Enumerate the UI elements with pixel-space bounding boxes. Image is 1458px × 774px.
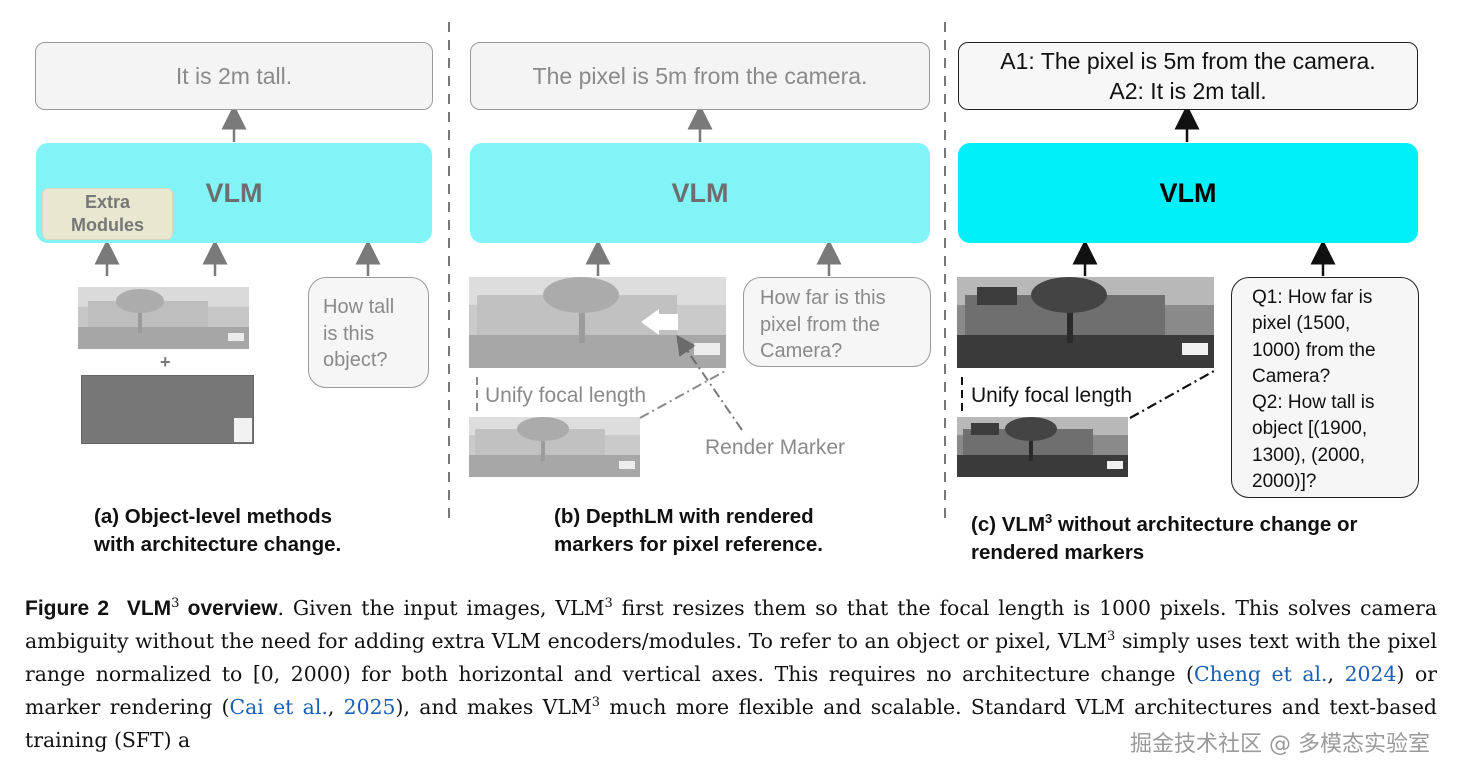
unify-focal-label-b: Unify focal length (485, 384, 647, 407)
question-box-a: How tall is this object? (308, 277, 429, 388)
question-c-line4: Camera? (1252, 365, 1331, 387)
answer-c-line1: A1: The pixel is 5m from the camera. (1000, 48, 1376, 74)
answer-text-a: It is 2m tall. (175, 62, 293, 89)
question-a-line1: How tall (323, 296, 395, 318)
answer-box-a: It is 2m tall. (35, 42, 433, 110)
question-c-line7: 1300), (2000, (1252, 444, 1366, 466)
caption-title-sup: 3 (171, 596, 180, 612)
render-marker-label: Render Marker (705, 436, 846, 459)
street-image-b-resized (469, 417, 640, 477)
caption-sup-3: 3 (1107, 629, 1116, 645)
street-image-a (78, 287, 249, 349)
mask-image-a (81, 375, 254, 444)
caption-comma2: , (327, 695, 344, 719)
subcaption-b-line2: markers for pixel reference. (554, 533, 823, 556)
figure-label: Figure 2 (25, 597, 110, 620)
citation-cai-name[interactable]: Cai et al. (229, 695, 328, 719)
unify-focal-label-c: Unify focal length (971, 384, 1133, 407)
question-c-line8: 2000)]? (1252, 471, 1317, 493)
subcaption-c-post: without architecture change or (1052, 512, 1358, 536)
street-image-c (957, 277, 1214, 368)
question-b-line2: pixel from the (760, 313, 881, 336)
subcaption-a-line1: (a) Object-level methods (94, 505, 333, 528)
caption-sup-2: 3 (604, 596, 613, 612)
subcaption-b-line1: (b) DepthLM with rendered (554, 505, 814, 528)
question-c-line2: pixel (1500, (1252, 313, 1351, 335)
render-marker-arrow (641, 309, 659, 335)
caption-title-vlm: VLM (126, 597, 172, 620)
caption-s3: simply uses text with the pixel range no… (25, 629, 1437, 686)
extra-modules-box: Extra Modules (42, 188, 173, 240)
question-b-line3: Camera? (760, 340, 843, 362)
watermark: 掘金技术社区 @ 多模态实验室 (1130, 732, 1430, 757)
citation-cai-year[interactable]: 2025 (343, 695, 396, 719)
vlm-label-a: VLM (205, 177, 263, 208)
subcaption-c-line1: (c) VLM3 without architecture change or (971, 505, 1358, 539)
answer-text-b: The pixel is 5m from the camera. (532, 62, 868, 89)
subcaption-b: (b) DepthLM with rendered markers for pi… (554, 503, 823, 559)
answer-c-line2: A2: It is 2m tall. (1109, 78, 1267, 104)
render-marker-shaft (658, 314, 678, 330)
figure-caption: Figure 2 VLM3 overview. Given the input … (25, 592, 1437, 757)
question-c-line5: Q2: How tall is (1252, 392, 1375, 414)
vlm-block-b: VLM (470, 143, 930, 243)
caption-s6: much more flexible and scalable. Standar… (25, 695, 1437, 752)
question-box-b: How far is this pixel from the Camera? (743, 277, 931, 367)
caption-title-overview: overview (179, 597, 278, 620)
subcaption-a-line2: with architecture change. (94, 533, 342, 556)
caption-s2: first resizes them so that the focal len… (25, 596, 1437, 653)
mask-object-region (234, 418, 252, 442)
caption-sup-4: 3 (591, 695, 601, 711)
question-c-line1: Q1: How far is (1252, 287, 1373, 308)
caption-comma1: , (1327, 662, 1345, 686)
subcaption-a: (a) Object-level methods with architectu… (94, 503, 341, 559)
citation-cheng-year[interactable]: 2024 (1344, 662, 1397, 686)
street-image-c-resized (957, 417, 1128, 477)
dash-c-diag (1129, 370, 1215, 419)
question-b-line1: How far is this (760, 287, 886, 309)
street-image-b (469, 277, 726, 368)
question-a-line3: object? (323, 349, 388, 371)
caption-s5: ), and makes VLM (395, 695, 592, 719)
subcaption-c-sup: 3 (1045, 511, 1053, 526)
caption-s4: ) or marker rendering ( (25, 662, 1437, 719)
question-a-line2: is this (323, 322, 375, 345)
question-c-line3: 1000) from the (1252, 339, 1376, 361)
question-c-line6: object [(1900, (1252, 418, 1368, 440)
answer-box-c: A1: The pixel is 5m from the camera. A2:… (958, 42, 1418, 110)
vlm-label-b: VLM (671, 177, 729, 208)
vlm-label-c: VLM (1159, 177, 1217, 208)
caption-s1: . Given the input images, VLM (277, 596, 605, 620)
plus-sign: + (160, 352, 171, 372)
connector-layer (94, 22, 1336, 520)
dash-b-diag (639, 369, 728, 419)
subcaption-c-pre: (c) VLM (971, 512, 1046, 536)
question-box-c: Q1: How far is pixel (1500, 1000) from t… (1231, 277, 1419, 498)
extra-modules-line1: Extra (84, 192, 130, 212)
answer-box-b: The pixel is 5m from the camera. (470, 42, 930, 110)
citation-cheng-name[interactable]: Cheng et al. (1194, 662, 1328, 686)
extra-modules-line2: Modules (70, 215, 144, 235)
subcaption-c-line2: rendered markers (971, 540, 1145, 564)
subcaption-c: (c) VLM3 without architecture change or … (971, 505, 1358, 567)
vlm-block-c: VLM (958, 143, 1418, 243)
